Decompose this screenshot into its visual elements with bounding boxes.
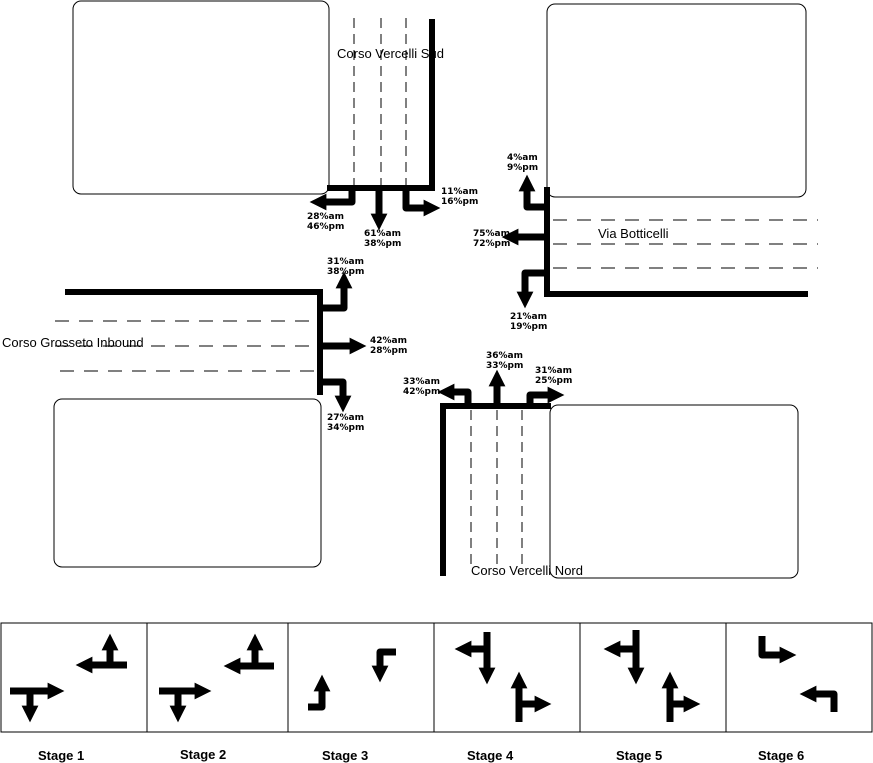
svg-text:28%pm: 28%pm (370, 346, 407, 356)
svg-text:46%pm: 46%pm (307, 222, 344, 232)
west-approach-curb (65, 289, 323, 395)
road-label-east: Via Botticelli (598, 226, 669, 241)
west-right-turn-arrow (320, 378, 352, 413)
north-lane-markings (353, 18, 407, 186)
north-through-percent: 61%am 38%pm (364, 229, 401, 249)
stage-panel (0, 622, 873, 733)
stage-6-label: Stage 6 (758, 748, 804, 763)
stage-2-box (146, 622, 289, 733)
svg-text:38%pm: 38%pm (327, 267, 364, 277)
road-label-north: Corso Vercelli Sud (337, 46, 444, 61)
svg-text:27%am: 27%am (327, 413, 364, 423)
stage-5-movements (603, 630, 701, 722)
svg-text:61%am: 61%am (364, 229, 401, 239)
block-southeast (549, 404, 799, 579)
svg-text:25%pm: 25%pm (535, 376, 572, 386)
south-left-percent: 33%am 42%pm (403, 377, 440, 397)
north-right-percent: 28%am 46%pm (307, 212, 344, 232)
east-right-percent: 4%am 9%pm (507, 153, 538, 173)
stage-6-north-left-arrow (758, 636, 797, 664)
stage-1-box (0, 622, 148, 733)
east-left-percent: 21%am 19%pm (510, 312, 547, 332)
east-lane-markings (553, 219, 818, 269)
stage-5-label: Stage 5 (616, 748, 662, 763)
svg-text:4%am: 4%am (507, 153, 538, 163)
svg-text:21%am: 21%am (510, 312, 547, 322)
stage-1-label: Stage 1 (38, 748, 84, 763)
svg-text:42%am: 42%am (370, 336, 407, 346)
stage-6-movements (758, 636, 838, 712)
stage-5-box (579, 622, 727, 733)
svg-text:31%am: 31%am (327, 257, 364, 267)
west-lane-markings (55, 320, 318, 372)
svg-text:11%am: 11%am (441, 187, 478, 197)
north-left-percent: 11%am 16%pm (441, 187, 478, 207)
stage-3-label: Stage 3 (322, 748, 368, 763)
svg-text:9%pm: 9%pm (507, 163, 538, 173)
road-label-west: Corso Grosseto Inbound (2, 335, 144, 350)
east-approach-curb (544, 187, 808, 297)
stage-4-movements (454, 632, 552, 722)
west-right-percent: 27%am 34%pm (327, 413, 364, 433)
south-approach-curb (440, 403, 551, 576)
south-lane-markings (470, 410, 523, 570)
south-approach-arrows (437, 369, 565, 406)
svg-text:33%pm: 33%pm (486, 361, 523, 371)
svg-text:16%pm: 16%pm (441, 197, 478, 207)
svg-text:19%pm: 19%pm (510, 322, 547, 332)
svg-text:33%am: 33%am (403, 377, 440, 387)
west-through-percent: 42%am 28%pm (370, 336, 407, 356)
north-right-turn-arrow (309, 188, 356, 211)
svg-text:42%pm: 42%pm (403, 387, 440, 397)
stage-3-box (287, 622, 435, 733)
north-approach-curb (327, 19, 435, 191)
stage-2-label: Stage 2 (180, 747, 226, 762)
east-right-turn-arrow (518, 174, 545, 211)
west-left-percent: 31%am 38%pm (327, 257, 364, 277)
svg-text:75%am: 75%am (473, 229, 510, 239)
stage-3-west-left-arrow (308, 674, 331, 711)
stage-6-box (725, 622, 873, 733)
stage-4-label: Stage 4 (467, 748, 514, 763)
svg-text:38%pm: 38%pm (364, 239, 401, 249)
west-left-turn-arrow (320, 271, 353, 312)
stage-3-east-left-arrow (371, 648, 396, 683)
south-through-percent: 36%am 33%pm (486, 351, 523, 371)
east-approach-arrows (501, 174, 545, 309)
east-through-percent: 75%am 72%pm (473, 229, 510, 249)
stage-1-movements (10, 633, 127, 723)
north-approach-arrows (309, 188, 441, 231)
stage-6-south-left-arrow (799, 685, 838, 712)
svg-text:72%pm: 72%pm (473, 239, 510, 249)
north-left-turn-arrow (402, 188, 441, 217)
svg-text:34%pm: 34%pm (327, 423, 364, 433)
stage-3-movements (308, 648, 396, 711)
svg-text:36%am: 36%am (486, 351, 523, 361)
road-label-south: Corso Vercelli Nord (471, 563, 583, 578)
south-left-turn-arrow (437, 383, 472, 406)
block-southwest (53, 398, 322, 568)
west-approach-arrows (320, 271, 367, 413)
stage-4-box (433, 622, 581, 733)
south-right-percent: 31%am 25%pm (535, 366, 572, 386)
block-northeast (546, 3, 807, 198)
block-northwest (72, 0, 330, 195)
svg-text:31%am: 31%am (535, 366, 572, 376)
east-left-turn-arrow (516, 269, 545, 309)
south-right-turn-arrow (526, 386, 565, 406)
svg-text:28%am: 28%am (307, 212, 344, 222)
stage-2-movements (159, 633, 274, 723)
